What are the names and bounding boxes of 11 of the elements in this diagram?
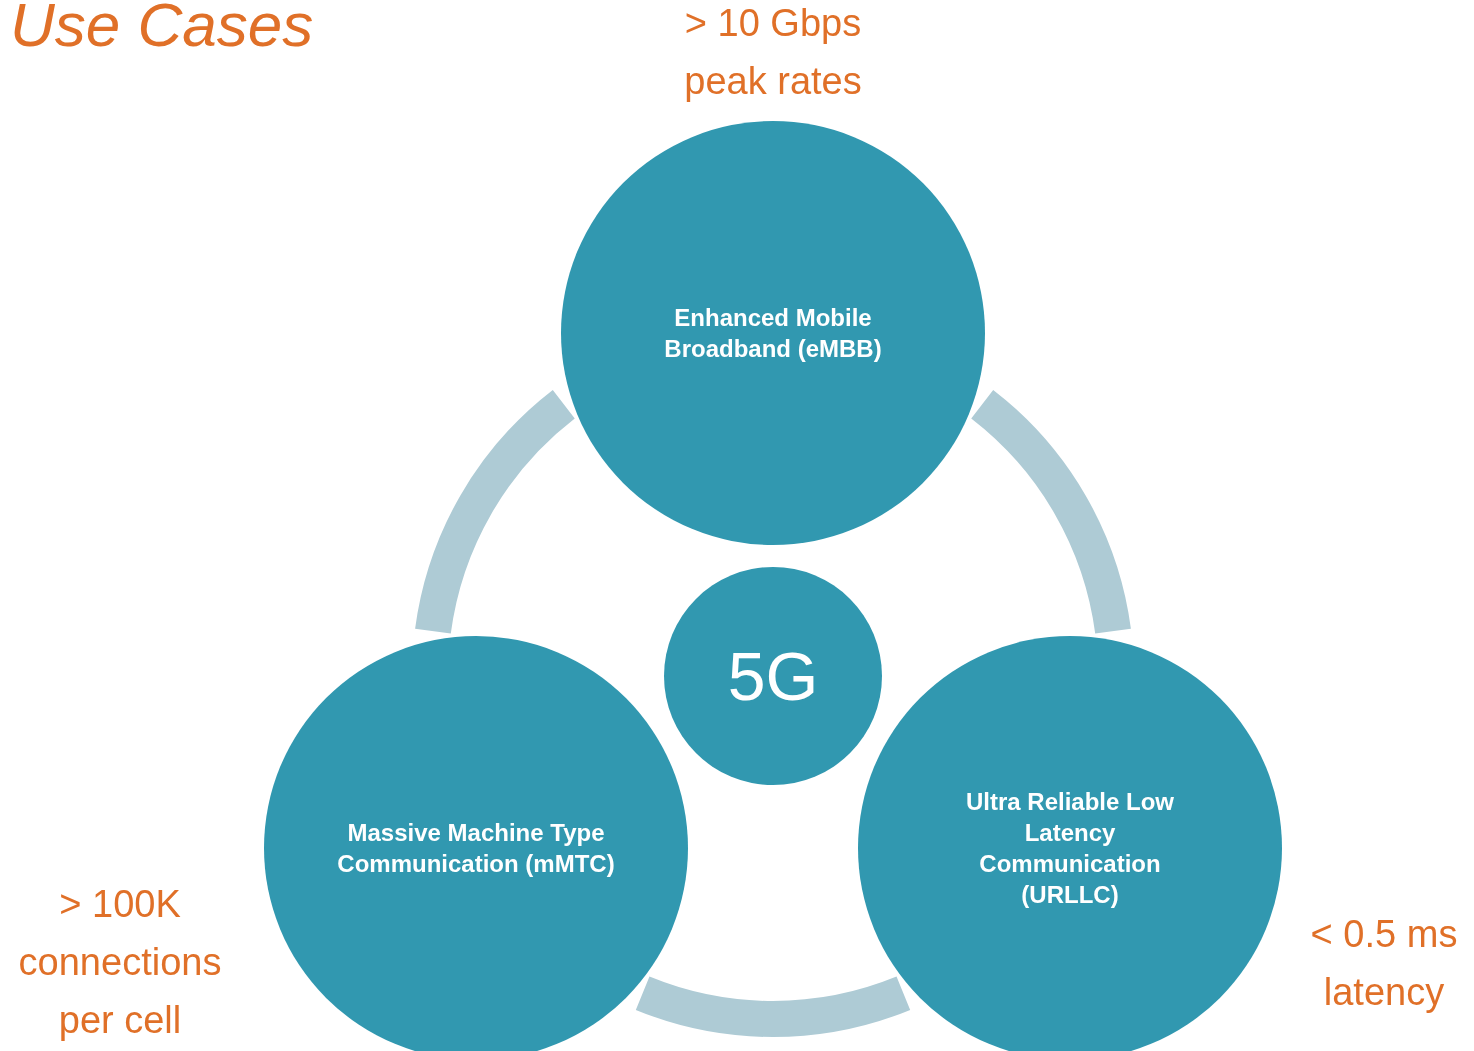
- metric-label: > 100K connections per cell: [17, 882, 223, 1043]
- connector-arc: [636, 976, 910, 1037]
- circle-label: Enhanced Mobile Broadband (eMBB): [663, 303, 883, 364]
- circle-label: Ultra Reliable Low Latency Communication (URLLC): [964, 787, 1175, 910]
- metric-label: < 0.5 ms latency: [1309, 912, 1459, 1015]
- connector-arc: [415, 390, 576, 635]
- connector-arc: [970, 390, 1131, 635]
- circle-label: 5G: [727, 642, 819, 710]
- circle-label: Massive Machine Type Communication (mMTC): [336, 818, 616, 879]
- metric-label: > 10 Gbps peak rates: [683, 1, 863, 104]
- title: Use Cases: [10, 0, 314, 56]
